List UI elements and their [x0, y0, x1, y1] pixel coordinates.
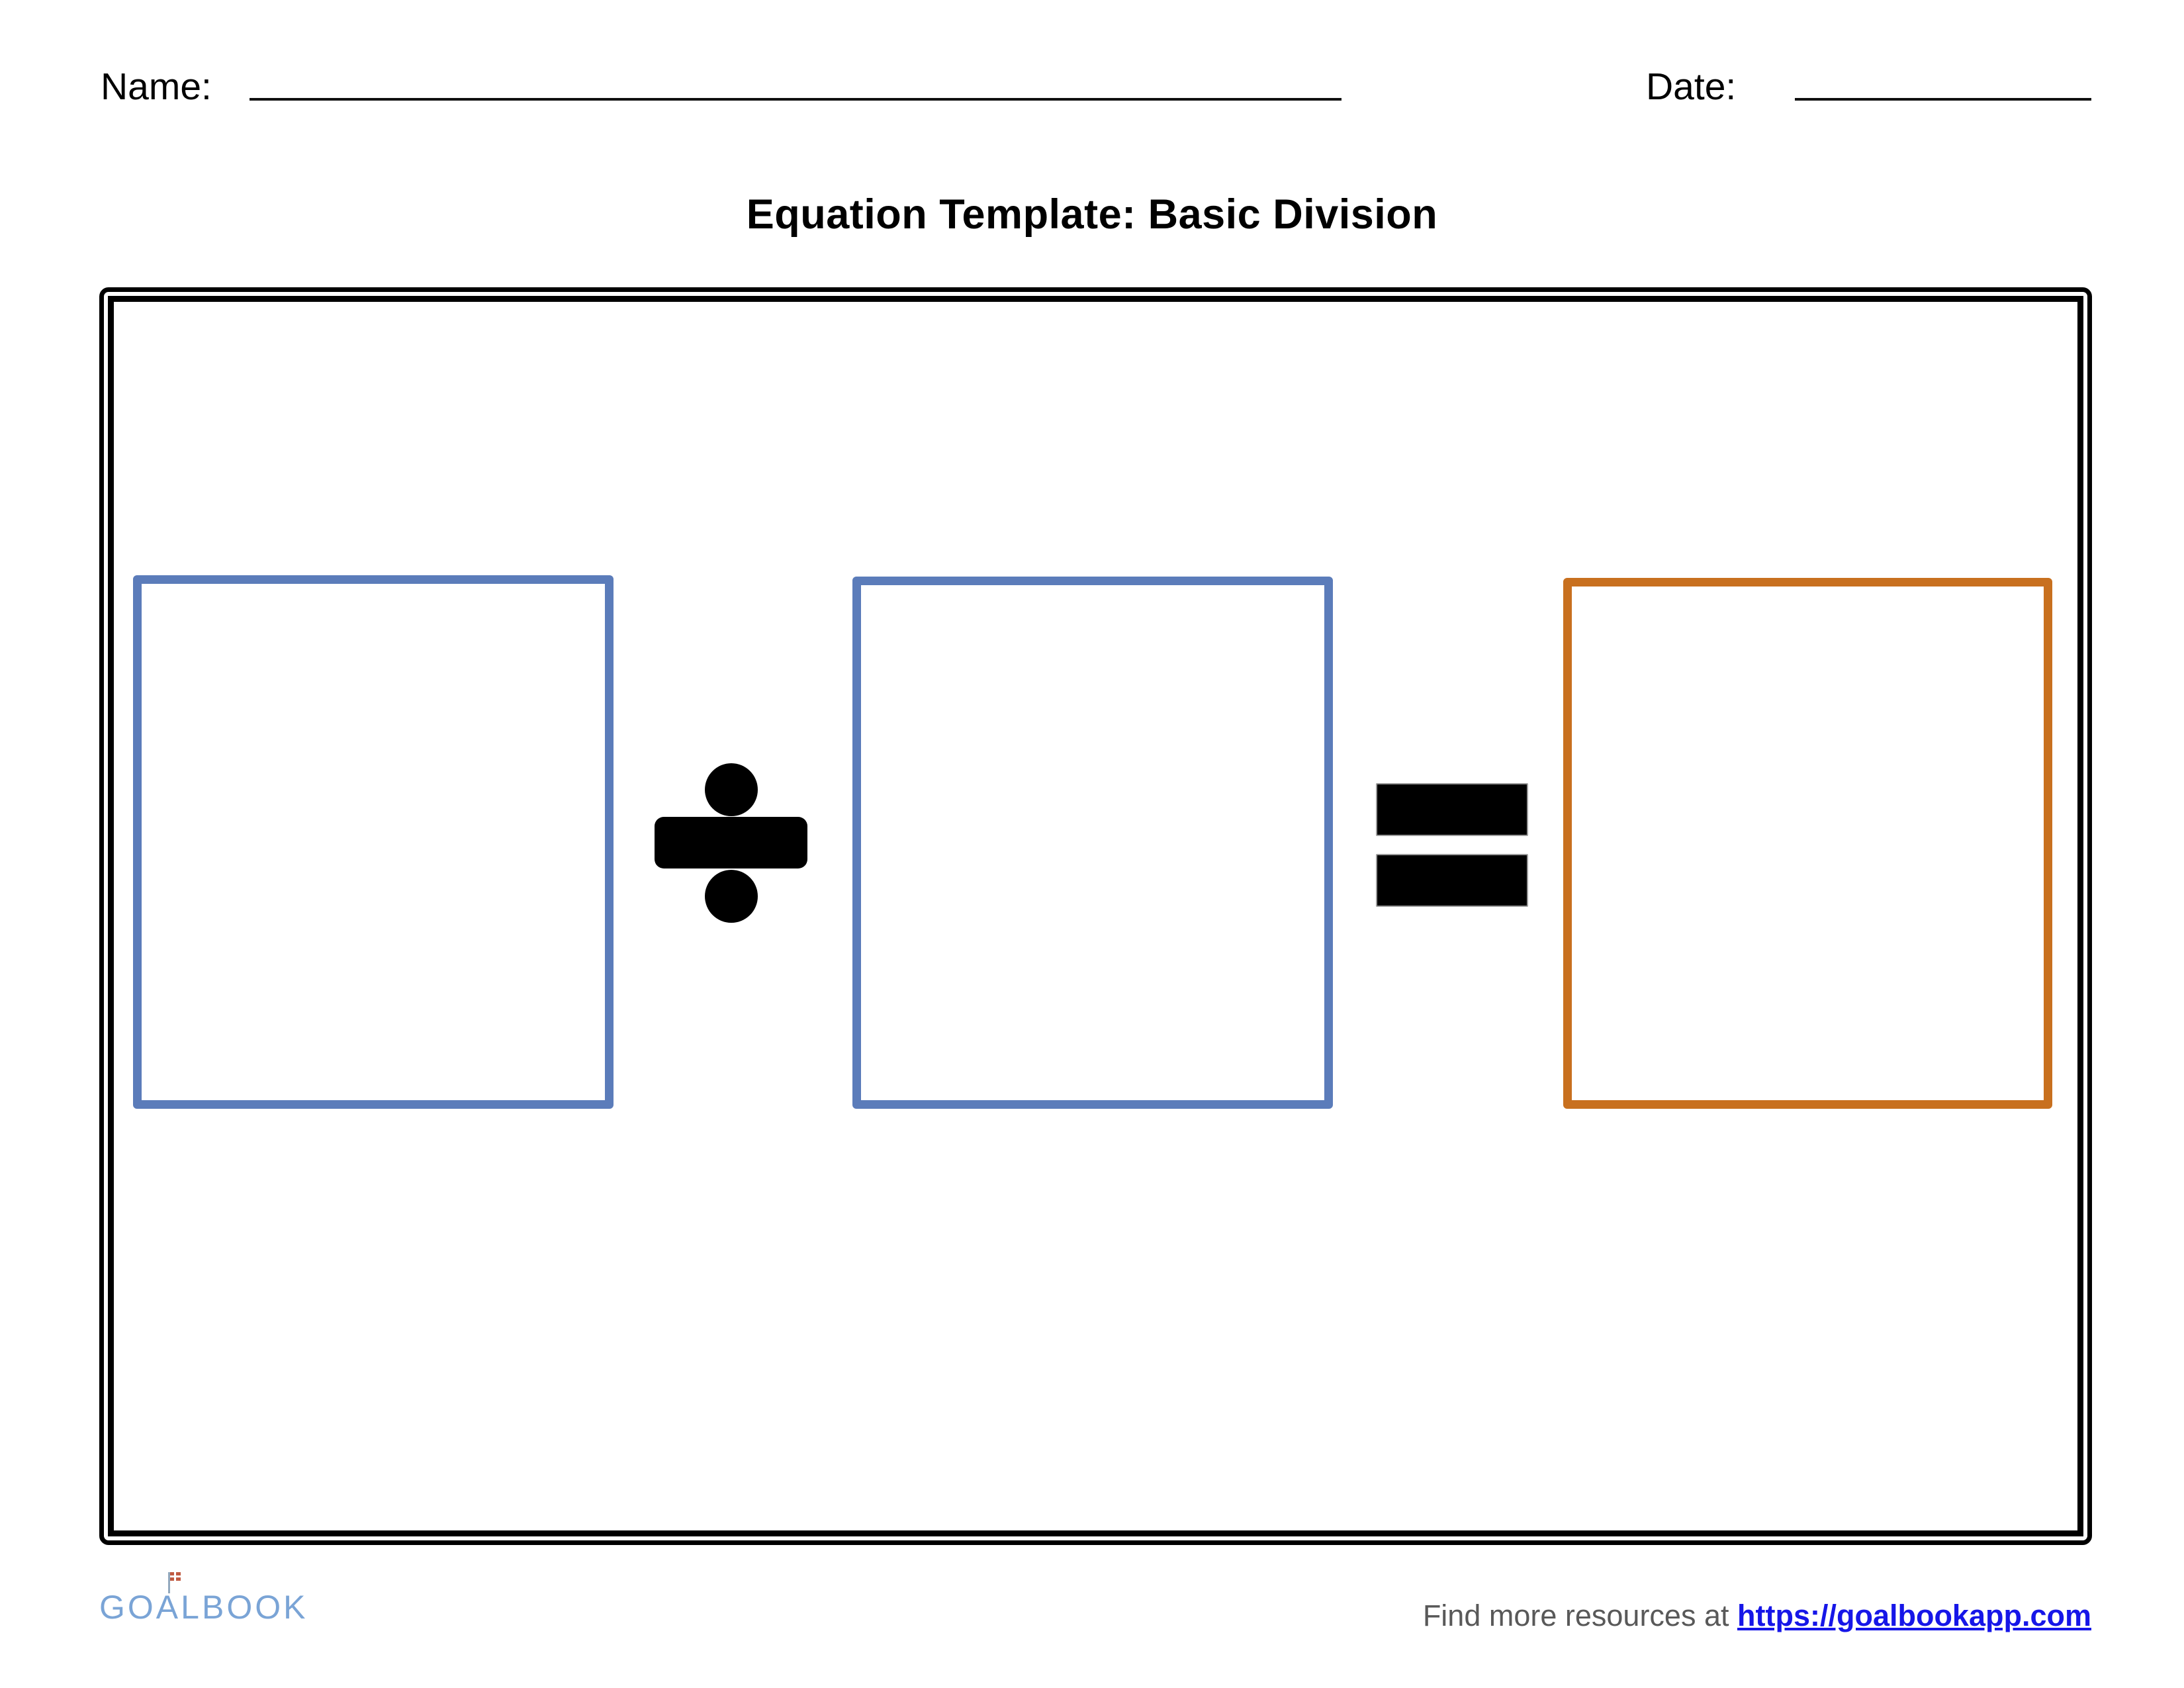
logo-text-go: GO	[99, 1589, 156, 1626]
quotient-box[interactable]	[1563, 578, 2052, 1109]
goalbook-link[interactable]: https://goalbookapp.com	[1737, 1599, 2091, 1632]
date-label: Date:	[1646, 66, 1737, 108]
equals-bar-top	[1376, 783, 1528, 836]
goalbook-logo: GO ALBOOK	[99, 1572, 308, 1626]
divisor-box[interactable]	[852, 577, 1333, 1109]
name-input-line[interactable]	[250, 98, 1342, 101]
resources-text: Find more resources at	[1422, 1599, 1737, 1632]
dividend-box[interactable]	[133, 575, 614, 1109]
date-input-line[interactable]	[1795, 98, 2091, 101]
divide-bar	[655, 817, 807, 868]
logo-text-lbook: LBOOK	[181, 1589, 308, 1626]
equals-bar-bottom	[1376, 854, 1528, 907]
equation-frame-outer-border	[99, 287, 2092, 1545]
name-label: Name:	[101, 66, 212, 108]
footer-note: Find more resources at https://goalbooka…	[1423, 1599, 2091, 1633]
divide-dot-bottom	[705, 870, 758, 923]
logo-flag-icon	[167, 1572, 181, 1593]
page-title: Equation Template: Basic Division	[746, 191, 1438, 238]
divide-dot-top	[705, 763, 758, 816]
equation-frame-inner-border	[108, 296, 2083, 1536]
logo-letter-a: A	[156, 1572, 181, 1624]
